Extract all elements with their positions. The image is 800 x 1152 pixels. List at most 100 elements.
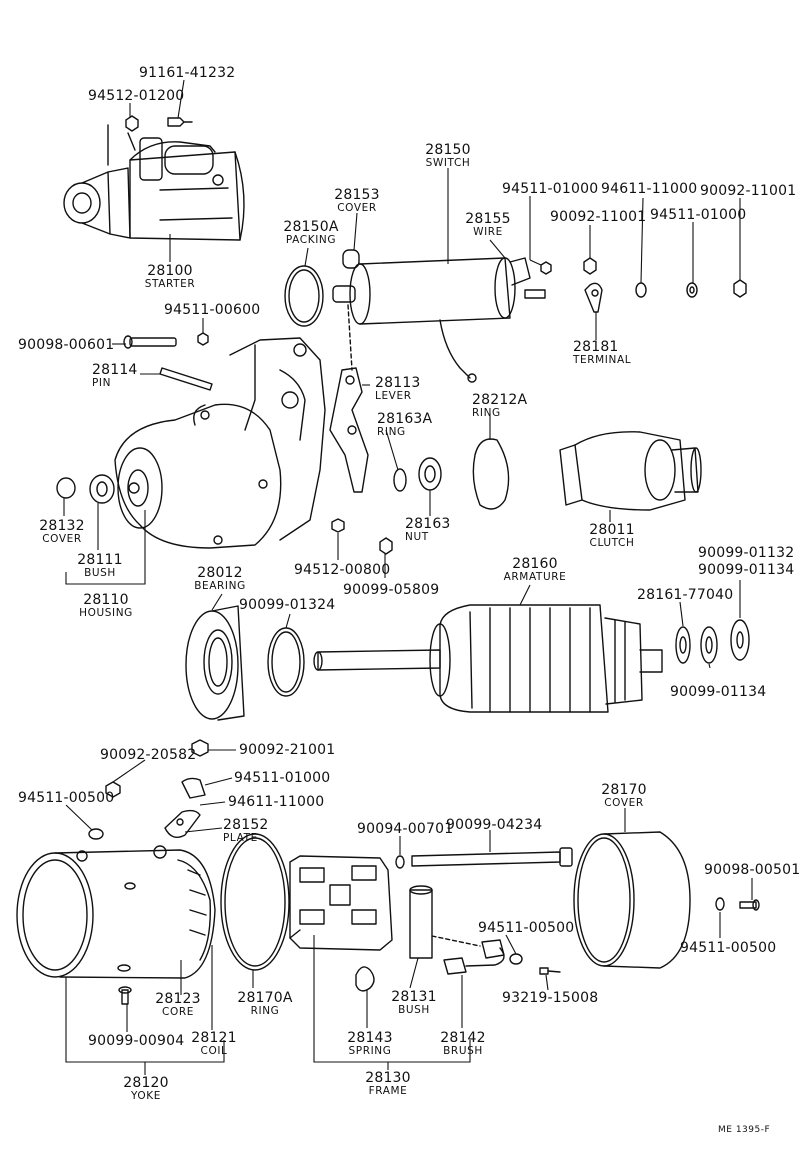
part-name: TERMINAL <box>573 354 632 366</box>
part-label-90098-00601[interactable]: 90098-00601 <box>18 338 114 352</box>
part-number: 90099-01134 <box>698 562 795 578</box>
part-name: HOUSING <box>79 607 133 619</box>
part-name: ARMATURE <box>503 571 567 583</box>
part-label-90092-11001-b[interactable]: 90092-11001 <box>550 210 646 224</box>
armature-drawing <box>313 604 663 713</box>
part-label-90099-05809[interactable]: 90099-05809 <box>343 583 439 597</box>
part-number: 94511-01000 <box>502 181 599 197</box>
part-number: 28152 <box>223 817 269 833</box>
part-label-90099-01134-b[interactable]: 90099-01134 <box>670 685 766 699</box>
part-name: STARTER <box>144 278 196 290</box>
part-label-94511-01000-a[interactable]: 94511-01000 <box>502 182 598 196</box>
part-label-90094-00701[interactable]: 90094-00701 <box>357 822 453 836</box>
packing-ring-drawing <box>284 265 324 327</box>
part-label-90099-00904[interactable]: 90099-00904 <box>88 1034 184 1048</box>
part-number: 28150A <box>283 219 339 235</box>
part-label-90092-20582[interactable]: 90092-20582 <box>100 748 196 762</box>
part-number: 94611-11000 <box>228 794 325 810</box>
part-number: 28113 <box>375 375 421 391</box>
yoke-drawing <box>16 845 216 979</box>
clutch-drawing <box>559 431 702 511</box>
part-number: 28131 <box>391 989 437 1005</box>
part-name: WIRE <box>473 226 503 238</box>
part-number: 28142 <box>440 1030 486 1046</box>
part-name: RING <box>377 426 406 438</box>
frame-drawing <box>289 855 393 951</box>
part-number: 90099-05809 <box>343 582 440 598</box>
part-name: COVER <box>337 202 377 214</box>
part-name: CLUTCH <box>589 537 635 549</box>
part-label-94512-00800[interactable]: 94512-00800 <box>294 563 390 577</box>
part-label-91161-41232[interactable]: 91161-41232 <box>139 66 235 80</box>
part-label-94511-01000-b[interactable]: 94511-01000 <box>650 208 746 222</box>
part-label-94511-00500-b[interactable]: 94511-00500 <box>478 921 574 935</box>
part-number: 90092-21001 <box>239 742 336 758</box>
part-label-90099-01324[interactable]: 90099-01324 <box>239 598 335 612</box>
part-number: 90092-11001 <box>550 209 647 225</box>
part-number: 28114 <box>92 362 138 378</box>
part-name: RING <box>250 1005 280 1017</box>
part-name: LEVER <box>375 390 412 402</box>
part-label-94511-00500-c[interactable]: 94511-00500 <box>680 941 776 955</box>
part-label-94511-01000-c[interactable]: 94511-01000 <box>234 771 330 785</box>
part-number: 94511-00600 <box>164 302 261 318</box>
reference-code: ME 1395-F <box>718 1125 771 1135</box>
part-name: SWITCH <box>425 157 471 169</box>
part-label-94611-11000-a[interactable]: 94611-11000 <box>601 182 697 196</box>
part-number: 94611-11000 <box>601 181 698 197</box>
part-label-94511-00500-a[interactable]: 94511-00500 <box>18 791 114 805</box>
part-name: PIN <box>92 377 112 389</box>
part-number: 94511-00500 <box>478 920 575 936</box>
part-number: 94511-01000 <box>650 207 747 223</box>
part-number: 28123 <box>155 991 201 1007</box>
part-label-28161-77040[interactable]: 28161-77040 <box>637 588 733 602</box>
part-number: 28143 <box>347 1030 393 1046</box>
bearing-drawing <box>185 605 245 721</box>
part-number: 28110 <box>83 592 129 608</box>
part-label-90098-00501[interactable]: 90098-00501 <box>704 863 800 877</box>
part-label-90099-04234[interactable]: 90099-04234 <box>446 818 542 832</box>
part-label-90099-01134-a[interactable]: 90099-01134 <box>698 563 794 577</box>
part-label-94611-11000-b[interactable]: 94611-11000 <box>228 795 324 809</box>
end-cover-drawing <box>573 831 691 969</box>
part-label-94511-00600[interactable]: 94511-00600 <box>164 303 260 317</box>
part-name: CORE <box>162 1006 194 1018</box>
part-label-90092-21001[interactable]: 90092-21001 <box>239 743 335 757</box>
part-label-90099-01132[interactable]: 90099-01132 <box>698 546 794 560</box>
part-label-93219-15008[interactable]: 93219-15008 <box>502 991 598 1005</box>
part-label-94512-01200[interactable]: 94512-01200 <box>88 89 184 103</box>
part-label-90092-11001-a[interactable]: 90092-11001 <box>700 184 796 198</box>
part-number: 90092-11001 <box>700 183 797 199</box>
part-number: 28132 <box>39 518 85 534</box>
part-name: COVER <box>604 797 644 809</box>
